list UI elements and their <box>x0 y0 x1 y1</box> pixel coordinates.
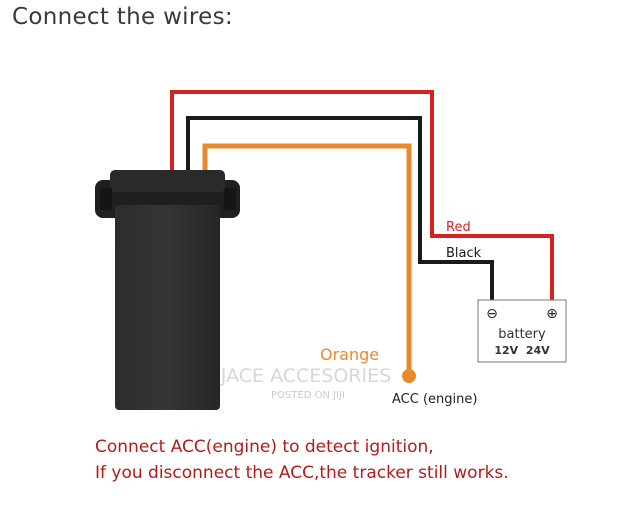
acc-engine-label: ACC (engine) <box>392 392 477 407</box>
red-wire <box>170 90 554 300</box>
caption-line-2: If you disconnect the ACC,the tracker st… <box>95 463 509 483</box>
watermark-posted: POSTED ON JIJI <box>271 390 345 401</box>
battery-symbol <box>477 299 567 363</box>
orange-wire <box>202 143 412 372</box>
gps-tracker-device <box>95 170 240 410</box>
battery-positive-icon: ⊕ <box>546 306 558 322</box>
battery-negative-icon: ⊖ <box>486 306 498 322</box>
black-wire-label: Black <box>446 246 482 261</box>
battery-voltages: 12V 24V <box>494 344 550 357</box>
red-wire-label: Red <box>446 220 471 235</box>
watermark-brand: JACE ACCESORIES <box>220 365 391 387</box>
battery-label: battery <box>498 327 546 342</box>
page-title: Connect the wires: <box>12 4 233 30</box>
orange-wire-label: Orange <box>320 345 379 364</box>
acc-connector-dot <box>402 369 416 383</box>
black-wire <box>186 116 494 300</box>
caption-line-1: Connect ACC(engine) to detect ignition, <box>95 437 434 457</box>
